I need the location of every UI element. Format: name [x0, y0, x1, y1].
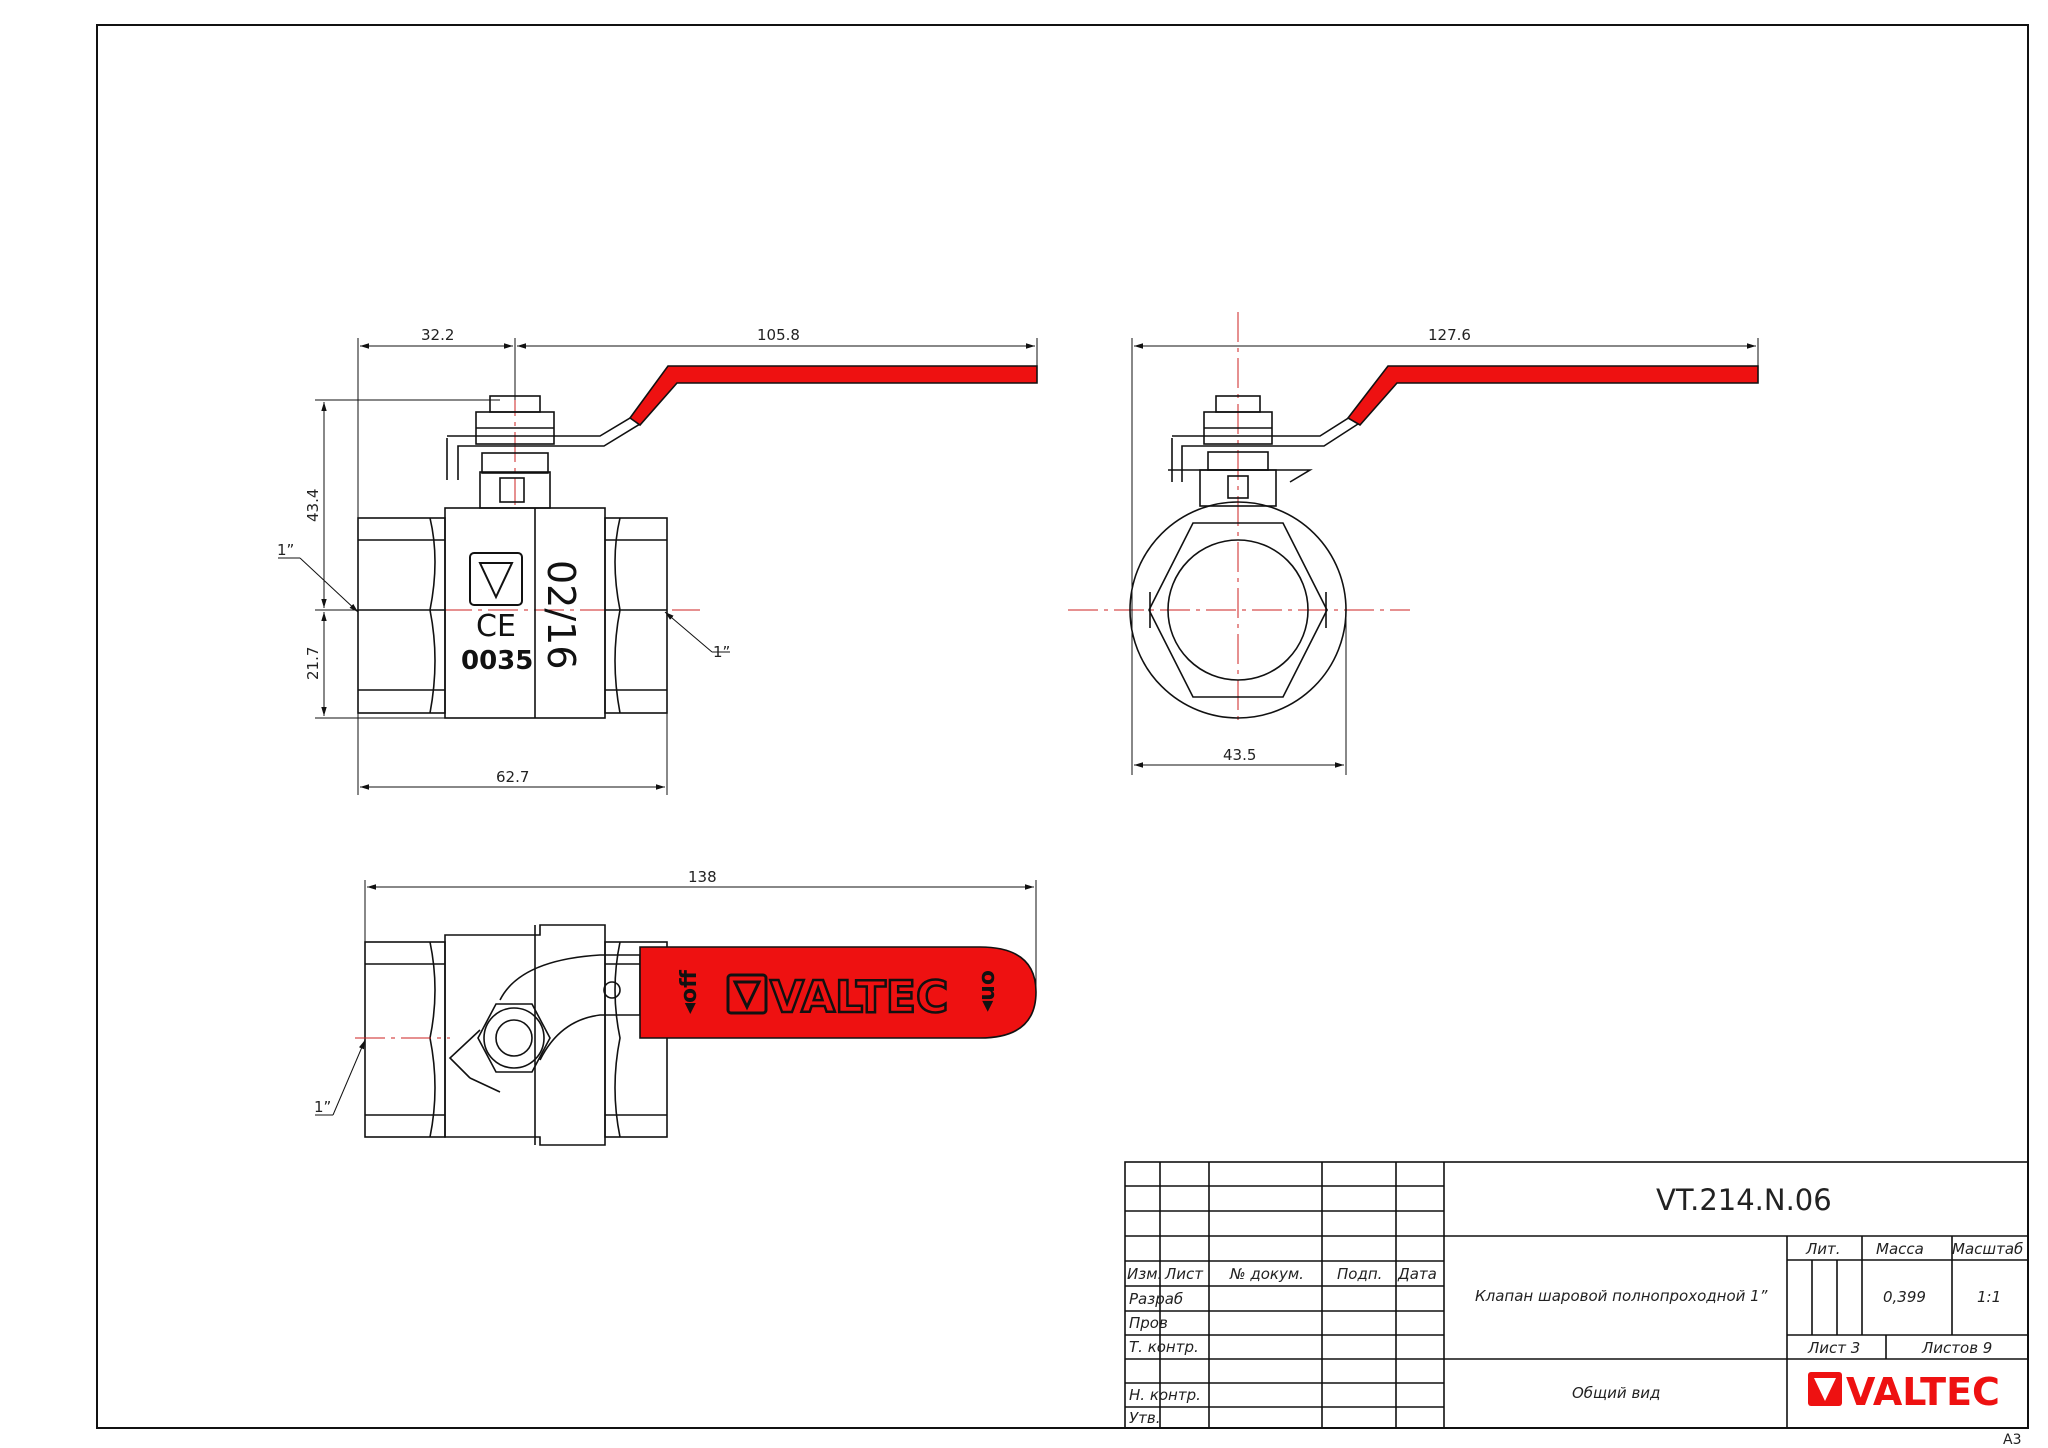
side-dimensions [1131, 338, 1759, 775]
handle-top [639, 946, 1037, 1039]
dim-138: 138 [688, 868, 717, 886]
dim-21-7: 21.7 [304, 647, 322, 680]
handle-off-label: ◂off [677, 969, 702, 1014]
lit-label: Лит. [1805, 1240, 1841, 1258]
handle-front [628, 365, 1038, 427]
valtec-logo-icon [1808, 1372, 1842, 1406]
mass-value: 0,399 [1883, 1288, 1926, 1306]
handle-side [1346, 365, 1759, 427]
role-prov: Пров [1129, 1314, 1168, 1332]
dim-105-8: 105.8 [757, 326, 800, 344]
header-sign: Подп. [1337, 1265, 1382, 1283]
notified-body-number: 0035 [461, 646, 533, 676]
sheet-number: Лист 3 [1807, 1339, 1860, 1357]
side-view [1068, 312, 1410, 720]
dim-32-2: 32.2 [421, 326, 454, 344]
dim-62-7: 62.7 [496, 768, 529, 786]
sheet-total: Листов 9 [1921, 1339, 1992, 1357]
role-n-kontr: Н. контр. [1129, 1386, 1201, 1404]
dim-43-5: 43.5 [1223, 746, 1256, 764]
dim-thread-right: 1” [713, 643, 730, 661]
scale-label: Масштаб [1952, 1240, 2023, 1258]
drawing-frame [96, 24, 2029, 1429]
handle-logo-icon [726, 973, 768, 1015]
top-view [364, 924, 668, 1146]
product-name: Клапан шаровой полнопроходной 1” [1475, 1287, 1768, 1305]
header-list: Лист [1164, 1265, 1204, 1283]
header-izm: Изм. [1127, 1265, 1162, 1283]
ce-mark: CE [476, 609, 516, 644]
top-dimensions [315, 880, 1037, 1116]
view-name: Общий вид [1572, 1384, 1660, 1402]
title-logo-text: VALTEC [1846, 1370, 2000, 1414]
role-t-kontr: Т. контр. [1129, 1338, 1199, 1356]
title-block [1124, 1161, 2029, 1429]
header-date: Дата [1397, 1265, 1437, 1283]
dim-thread-bottom: 1” [314, 1098, 331, 1116]
header-doc-no: № докум. [1229, 1265, 1304, 1283]
designation: VT.214.N.06 [1656, 1183, 1832, 1217]
handle-brand: VALTEC [770, 972, 948, 1023]
scale-value: 1:1 [1977, 1288, 2001, 1306]
dim-127-6: 127.6 [1428, 326, 1471, 344]
role-razrab: Разраб [1129, 1290, 1183, 1308]
body-logo-icon [469, 552, 523, 606]
production-date: 02/16 [539, 560, 583, 670]
front-dimensions [278, 338, 1038, 795]
front-view [350, 340, 700, 719]
dim-thread-left: 1” [277, 541, 294, 559]
handle-on-label: on▸ [976, 970, 1001, 1012]
dim-43-4: 43.4 [304, 489, 322, 522]
role-utv: Утв. [1129, 1409, 1161, 1427]
sheet-format: A3 [2003, 1432, 2021, 1448]
mass-label: Масса [1876, 1240, 1924, 1258]
